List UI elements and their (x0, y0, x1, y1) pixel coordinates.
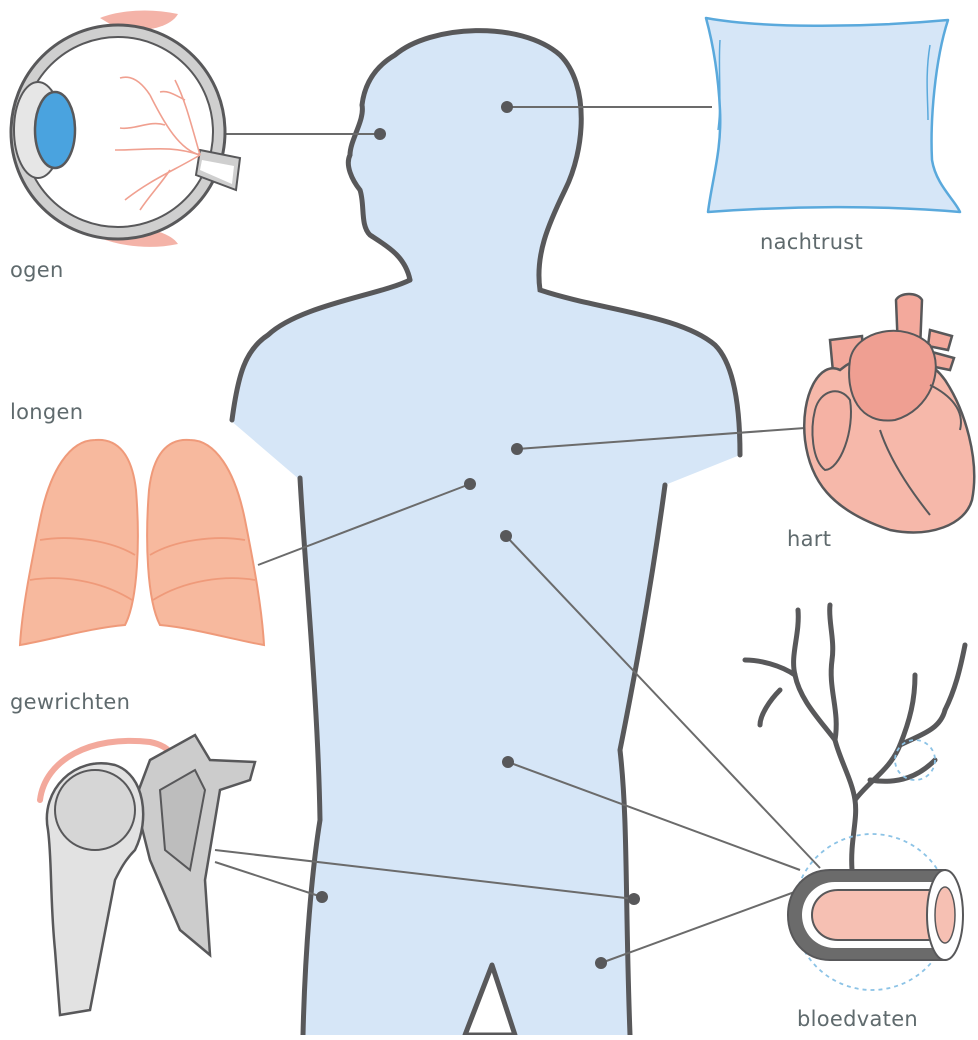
dot-abdomen (500, 530, 512, 542)
connector-gewrichten-2 (215, 862, 322, 897)
label-hart: hart (787, 527, 831, 551)
dot-leg (595, 957, 607, 969)
dot-head (501, 101, 513, 113)
dot-belly (502, 756, 514, 768)
dot-eye (374, 128, 386, 140)
lungs-icon (20, 440, 264, 645)
label-gewrichten: gewrichten (10, 690, 130, 714)
label-bloedvaten: bloedvaten (797, 1007, 918, 1031)
label-ogen: ogen (10, 258, 64, 282)
dot-hip-left (316, 891, 328, 903)
dot-heart (511, 443, 523, 455)
label-nachtrust: nachtrust (760, 230, 863, 254)
heart-icon (804, 294, 974, 532)
joint-icon (40, 735, 255, 1015)
blood-vessel-icon (745, 605, 965, 990)
eye-icon (11, 11, 240, 247)
dot-hip-right (628, 893, 640, 905)
dot-lungs (464, 478, 476, 490)
label-longen: longen (10, 400, 83, 424)
pillow-icon (706, 18, 960, 212)
human-silhouette (230, 31, 740, 1035)
silhouette-fill (230, 31, 740, 1035)
